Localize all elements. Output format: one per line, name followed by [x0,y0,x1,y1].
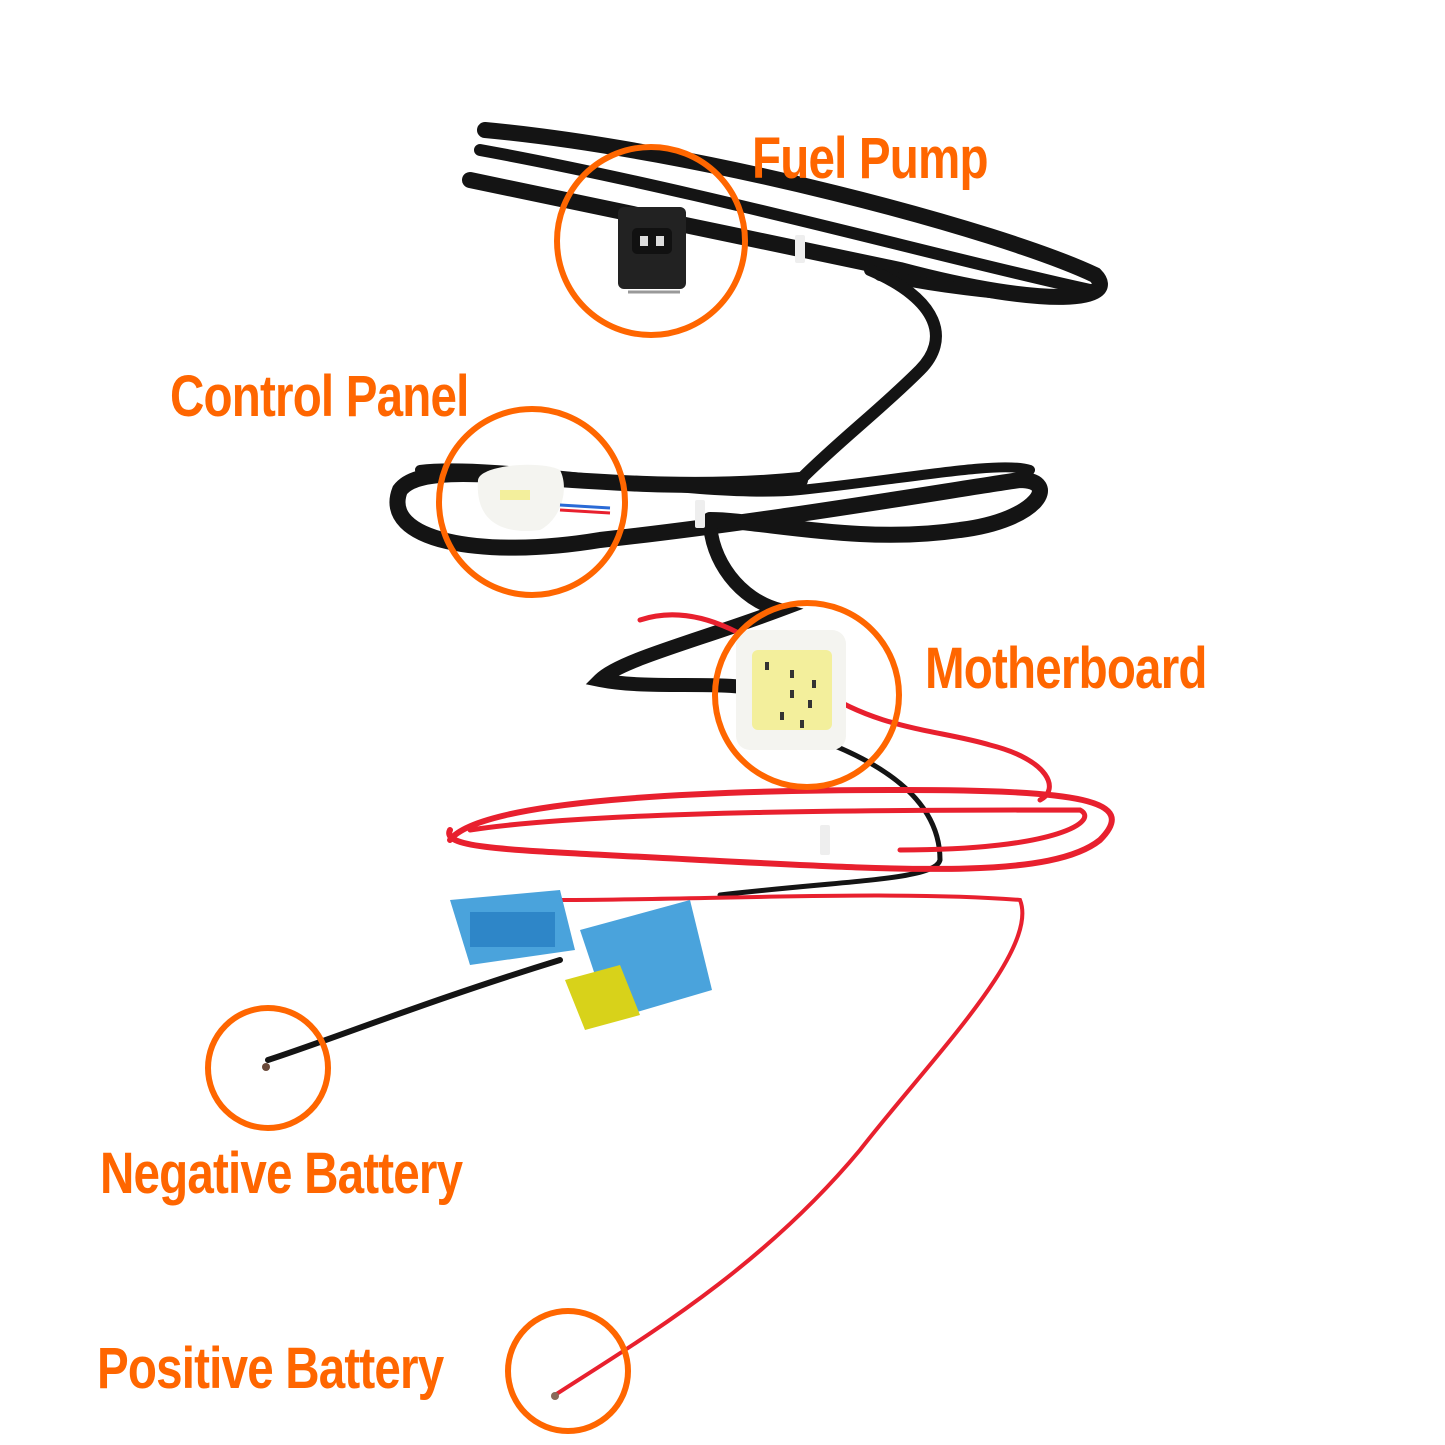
fuel-pump-label: Fuel Pump [752,126,989,191]
positive-battery-circle [505,1308,631,1434]
annotation-circles [205,144,902,1434]
red-wires [446,612,1115,1397]
negative-battery-circle [205,1005,331,1131]
positive-wire-tip [551,1392,559,1400]
fuel-pump-connector [618,207,686,294]
control-panel-circle [436,406,628,598]
negative-battery-label: Negative Battery [100,1141,463,1206]
positive-battery-label: Positive Battery [97,1336,444,1401]
cable-ties [695,235,830,855]
fuel-pump-circle [554,144,748,338]
motherboard-connector [736,630,846,750]
control-panel-label: Control Panel [170,364,469,429]
negative-wire-tip [262,1063,270,1071]
control-panel-connector [477,464,611,531]
motherboard-label: Motherboard [925,636,1207,701]
fuse-holder [450,890,712,1030]
motherboard-circle [712,600,902,790]
